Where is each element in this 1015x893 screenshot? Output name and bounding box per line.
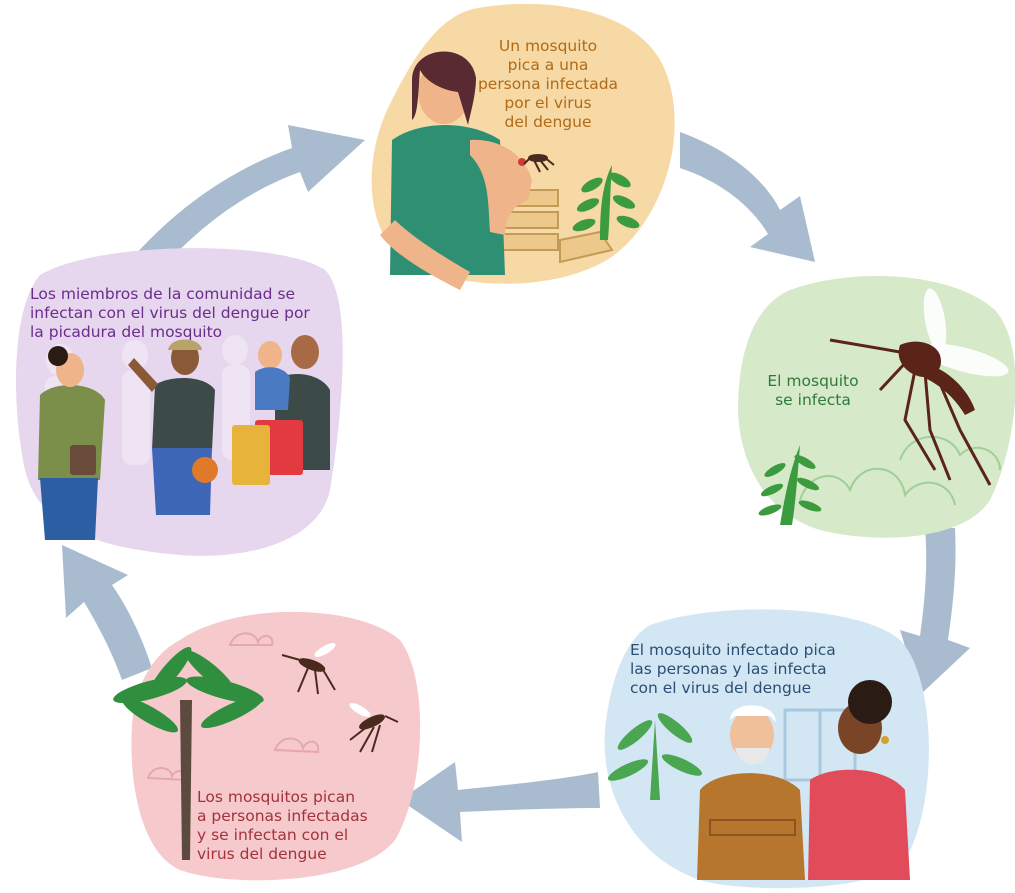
step1-caption-line: persona infectada [477, 75, 619, 93]
step5-caption-line: infectan con el virus del dengue por [30, 304, 310, 322]
woman-illustration-2 [808, 680, 910, 880]
step3-caption-line: las personas y las infecta [630, 660, 827, 678]
mosquito-icon-2 [281, 643, 336, 695]
palm-tree-illustration [113, 646, 264, 860]
step4-caption-line: y se infectan con el [197, 826, 349, 844]
fern-illustration [758, 445, 822, 525]
step2-caption-line: se infecta [775, 391, 851, 409]
step2-caption-line: El mosquito [767, 372, 859, 390]
palm-plant-illustration [607, 713, 703, 800]
man-waving-illustration [128, 339, 218, 515]
step1-caption-line: Un mosquito [498, 37, 598, 55]
mosquito-icon-3 [349, 703, 399, 753]
old-man-illustration [697, 705, 805, 880]
cloud-outline-illustration [799, 435, 1001, 506]
plant-illustration [572, 165, 640, 240]
step5-caption-line: Los miembros de la comunidad se [30, 285, 296, 303]
step4-caption-line: virus del dengue [197, 845, 327, 863]
arrow-step5-to-step1 [135, 125, 365, 262]
step4-caption-line: Los mosquitos pican [197, 788, 356, 806]
step1-caption-line: por el virus [504, 94, 592, 112]
step5-caption-line: la picadura del mosquito [30, 323, 223, 341]
step4-panel [113, 611, 421, 881]
step4-caption-line: a personas infectadas [197, 807, 368, 825]
step3-caption-line: El mosquito infectado pica [630, 641, 836, 659]
arrow-step4-to-step5 [62, 545, 152, 680]
step1-caption-line: pica a una [507, 56, 589, 74]
woman-covering-face-illustration [38, 346, 105, 540]
step5-caption: Los miembros de la comunidad se infectan… [30, 285, 350, 342]
step2-caption: El mosquito se infecta [758, 372, 868, 410]
large-mosquito-illustration [829, 288, 1009, 486]
step3-panel [604, 609, 929, 889]
step1-caption-line: del dengue [504, 113, 592, 131]
step2-panel [738, 276, 1015, 538]
step1-caption: Un mosquito pica a una persona infectada… [463, 37, 633, 132]
mosquito-icon [523, 154, 555, 173]
family-with-bags-illustration [232, 335, 330, 485]
step5-panel [15, 248, 343, 556]
step1-panel [371, 3, 675, 290]
step4-caption: Los mosquitos pican a personas infectada… [197, 788, 397, 864]
step3-caption-line: con el virus del dengue [630, 679, 812, 697]
step3-caption: El mosquito infectado pica las personas … [630, 641, 870, 698]
arrow-step3-to-step4 [400, 762, 600, 842]
arrow-step1-to-step2 [680, 132, 815, 262]
woman-illustration [380, 51, 555, 290]
basketball-icon [192, 457, 218, 483]
cycle-arrows [62, 125, 970, 842]
arrow-step2-to-step3 [900, 528, 970, 695]
